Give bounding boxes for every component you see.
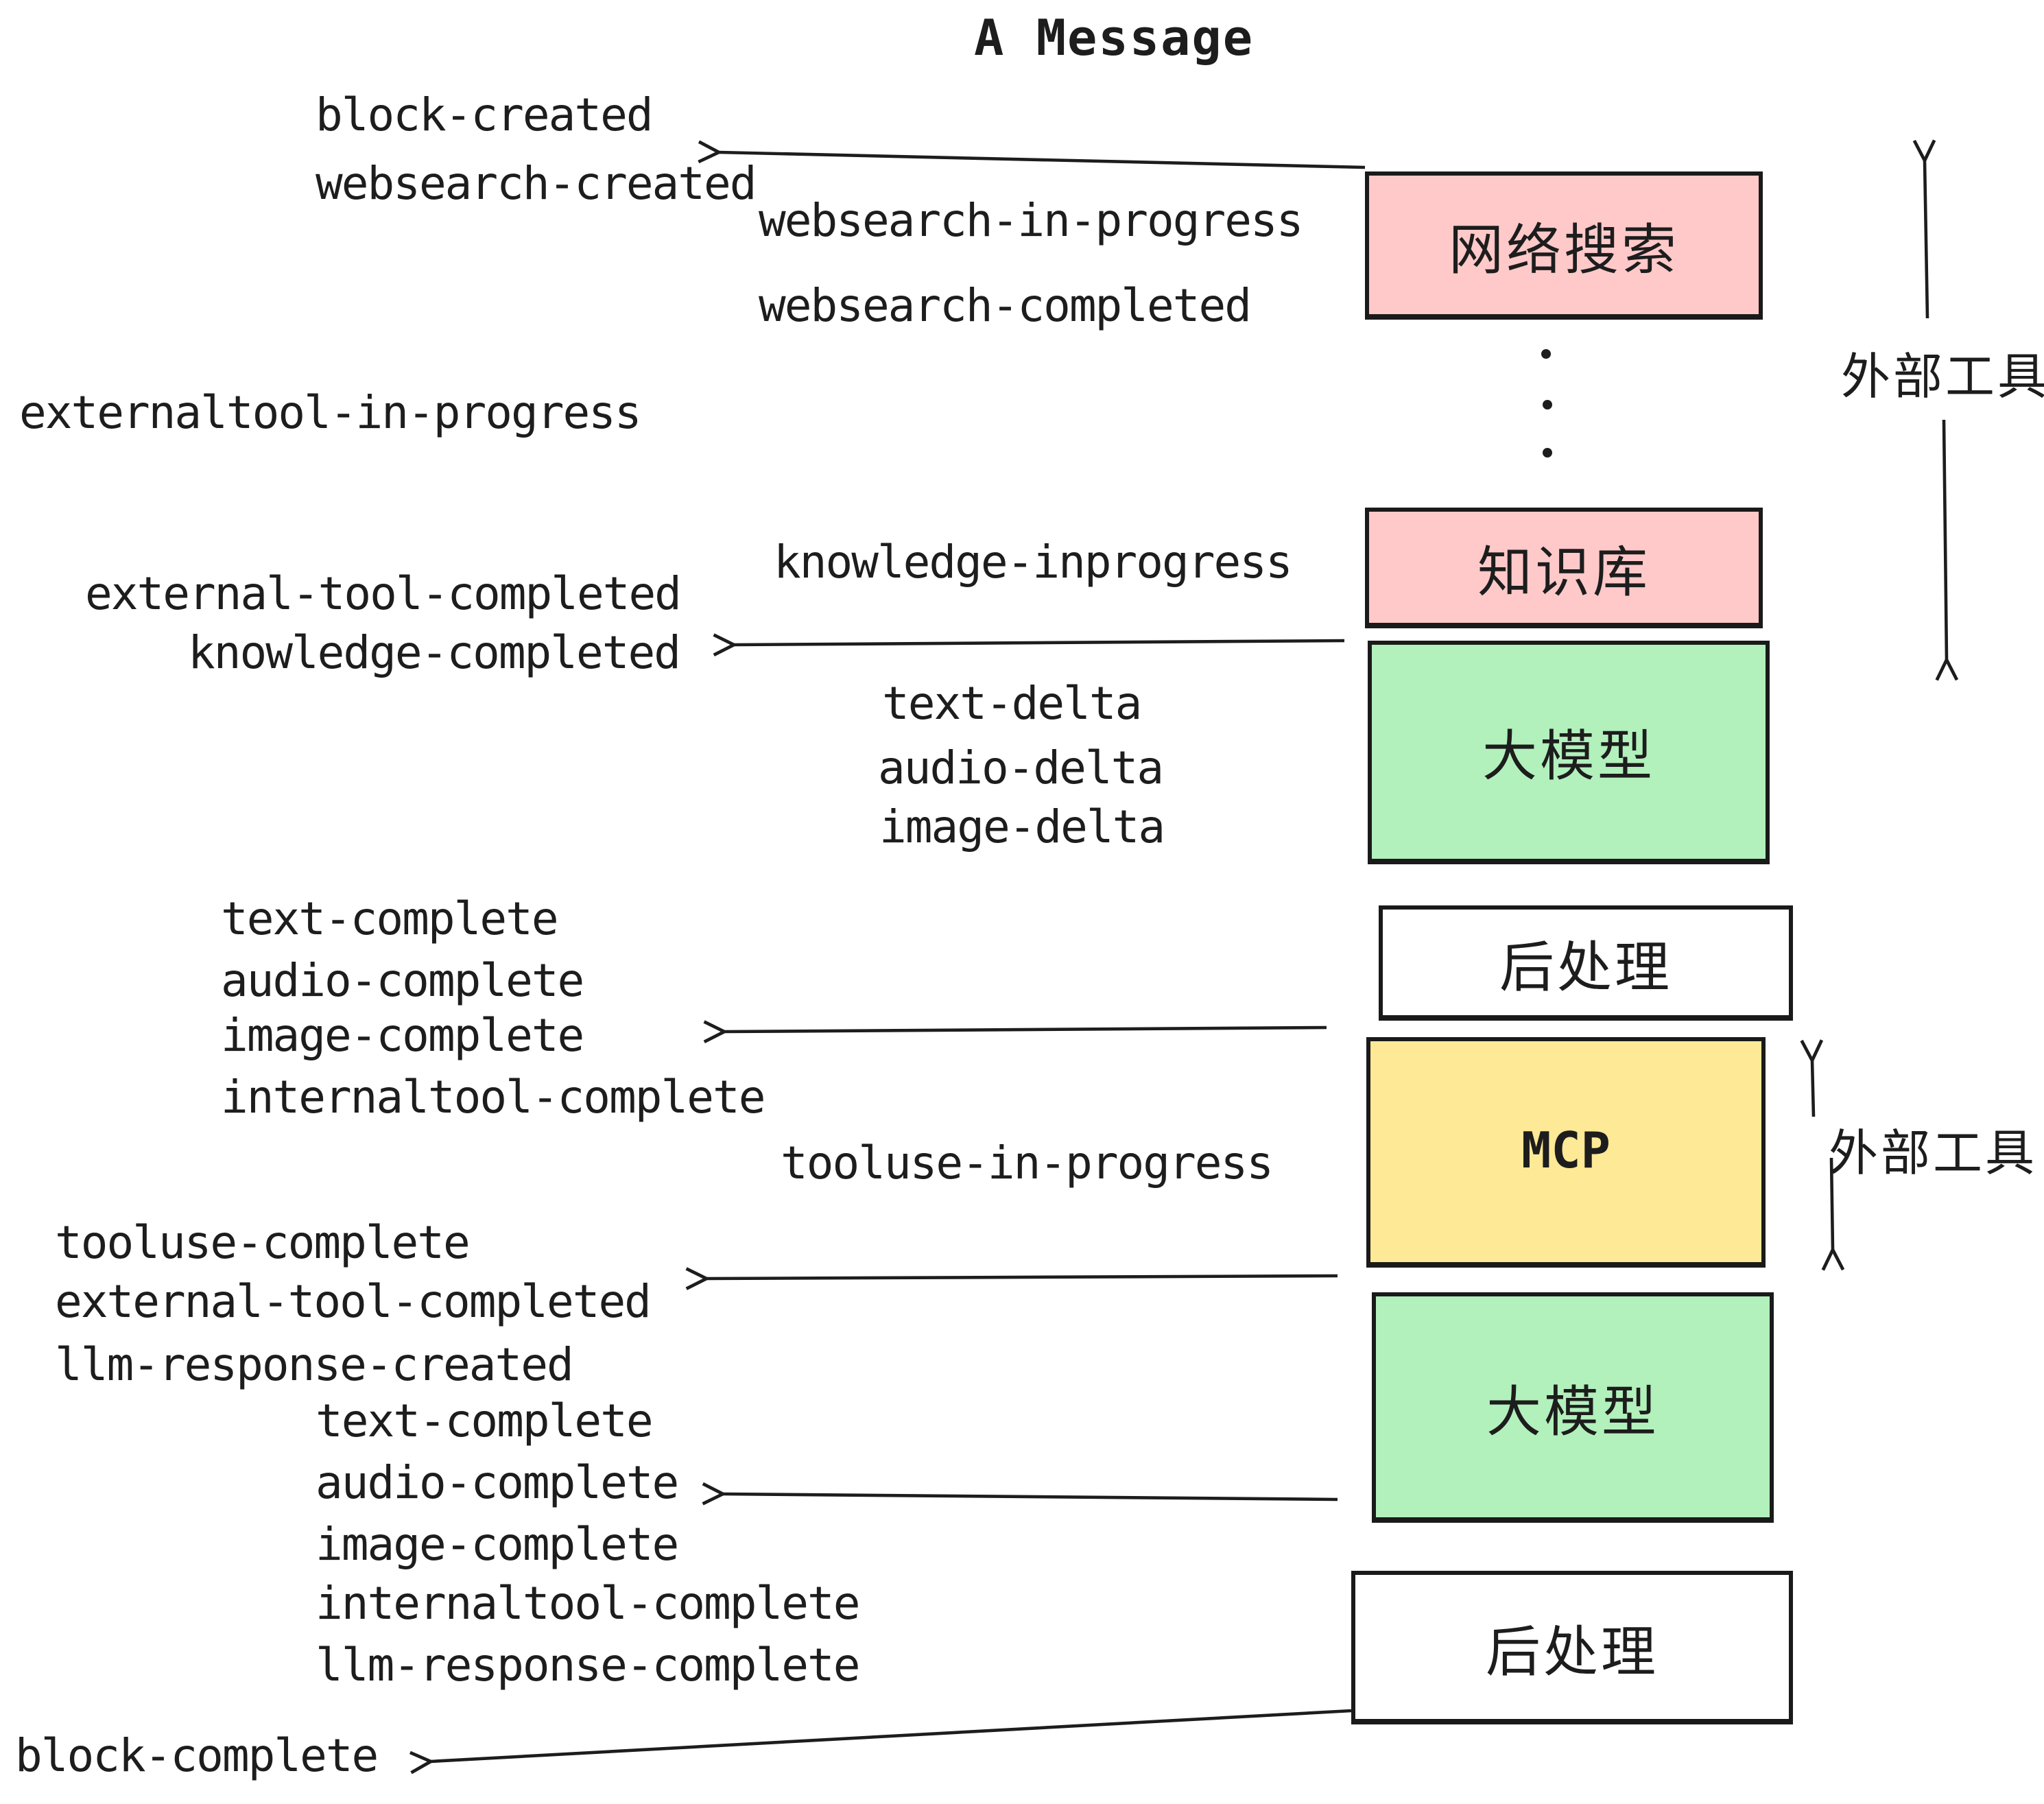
external-tools-top-up-arrow-icon <box>1912 139 1936 319</box>
event-audio-complete-1: audio-complete <box>221 953 584 1007</box>
event-knowledge-completed: knowledge-completed <box>188 626 681 679</box>
llm-box-2: 大模型 <box>1372 1292 1774 1523</box>
event-audio-complete-2: audio-complete <box>316 1456 679 1509</box>
arrow-to-block-complete-icon <box>409 1709 1352 1775</box>
websearch-box-label: 网络搜索 <box>1449 220 1679 281</box>
event-block-complete: block-complete <box>15 1729 379 1782</box>
websearch-box: 网络搜索 <box>1365 171 1763 320</box>
event-image-delta-1: image-delta <box>879 800 1165 853</box>
llm-box-1: 大模型 <box>1368 641 1770 864</box>
event-internaltool-complete-1: internaltool-complete <box>221 1070 765 1124</box>
event-internaltool-complete-2: internaltool-complete <box>316 1576 860 1630</box>
event-tooluse-in-progress: tooluse-in-progress <box>781 1136 1274 1189</box>
llm-box-2-label: 大模型 <box>1486 1382 1659 1443</box>
external-tools-bottom-label: 外部工具 <box>1829 1125 2038 1181</box>
arrow-to-knowledge-completed-icon <box>713 633 1345 656</box>
event-image-complete-1: image-complete <box>221 1008 584 1062</box>
postprocess-box-1: 后处理 <box>1379 905 1793 1021</box>
event-external-tool-completed: external-tool-completed <box>85 567 682 620</box>
event-external-tool-completed-2: external-tool-completed <box>55 1274 652 1328</box>
event-websearch-in-progress: websearch-in-progress <box>759 193 1303 247</box>
event-websearch-created: websearch-created <box>316 156 757 210</box>
arrow-to-audio-complete-icon <box>702 1482 1338 1506</box>
diagram-title: A Message <box>974 11 1255 67</box>
event-websearch-completed: websearch-completed <box>759 278 1252 332</box>
event-llm-response-complete: llm-response-complete <box>316 1638 860 1692</box>
event-text-complete-1: text-complete <box>221 892 559 945</box>
llm-box-1-label: 大模型 <box>1482 727 1655 787</box>
postprocess-box-1-label: 后处理 <box>1499 938 1672 998</box>
event-text-complete-2: text-complete <box>316 1394 654 1447</box>
postprocess-box-2-label: 后处理 <box>1486 1622 1659 1683</box>
knowledge-box: 知识库 <box>1365 508 1763 628</box>
event-image-complete-2: image-complete <box>316 1517 679 1571</box>
arrow-to-external-tool-completed-icon <box>685 1267 1338 1290</box>
arrow-to-websearch-created-icon <box>698 140 1366 169</box>
event-llm-response-created: llm-response-created <box>55 1338 574 1391</box>
external-tools-bottom-up-arrow-icon <box>1800 1039 1824 1117</box>
mcp-box: MCP <box>1366 1037 1766 1268</box>
ellipsis-dots-icon <box>1541 349 1552 458</box>
event-text-delta-1: text-delta <box>882 676 1142 730</box>
knowledge-box-label: 知识库 <box>1477 543 1650 603</box>
mcp-box-label: MCP <box>1521 1124 1611 1180</box>
event-tooluse-complete: tooluse-complete <box>55 1215 471 1269</box>
event-knowledge-inprogress: knowledge-inprogress <box>774 535 1293 589</box>
event-audio-delta-1: audio-delta <box>878 741 1164 794</box>
arrow-to-image-complete-icon <box>703 1020 1327 1043</box>
event-externaltool-in-progress: externaltool-in-progress <box>19 385 642 439</box>
external-tools-top-down-arrow-icon <box>1935 419 1959 681</box>
external-tools-top-label: 外部工具 <box>1841 348 2044 405</box>
event-block-created: block-created <box>316 88 654 141</box>
postprocess-box-2: 后处理 <box>1351 1571 1793 1724</box>
